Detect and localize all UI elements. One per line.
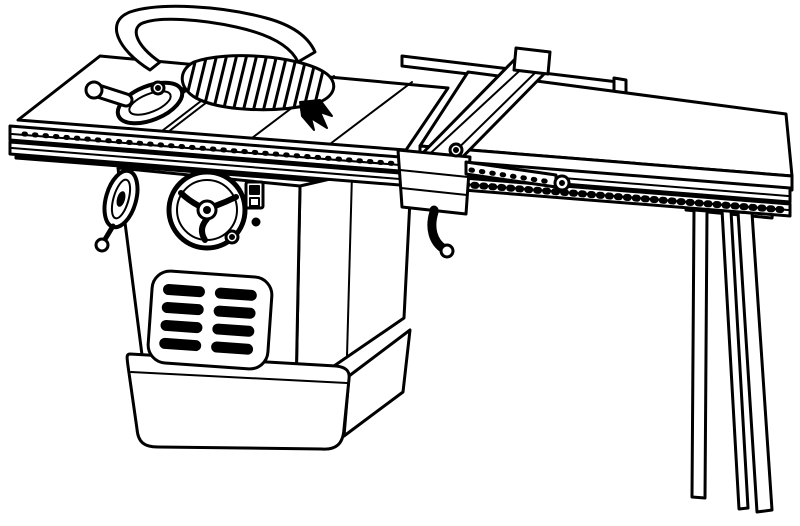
switch-start-button bbox=[249, 197, 260, 207]
rip-fence bbox=[396, 46, 571, 259]
tilt-wheel-hub bbox=[116, 191, 126, 207]
vent-slot bbox=[214, 287, 257, 301]
base-front bbox=[125, 352, 351, 451]
miter-handle-knob bbox=[84, 80, 104, 100]
vent-slot bbox=[159, 337, 202, 352]
miter-head-arc bbox=[128, 90, 172, 116]
base bbox=[125, 328, 412, 451]
fence-lock-lever bbox=[427, 207, 449, 254]
table-seam bbox=[329, 81, 413, 145]
switch-stop-button bbox=[249, 185, 260, 195]
handwheel-spoke bbox=[212, 194, 239, 209]
handwheel-hub-dot bbox=[203, 206, 211, 214]
vent-slot bbox=[211, 341, 254, 355]
vent-slot bbox=[160, 319, 203, 334]
fence-end-knob-dot bbox=[559, 180, 565, 186]
vent-slot bbox=[212, 323, 255, 337]
elevation-handwheel bbox=[166, 169, 248, 251]
guard-arm-band bbox=[115, 4, 317, 72]
vent-slot bbox=[161, 301, 204, 316]
rail-scale-ticks bbox=[21, 131, 403, 167]
miter-gauge bbox=[84, 55, 229, 126]
handwheel-spoke bbox=[199, 216, 210, 243]
leg-left bbox=[690, 208, 709, 500]
tilt-handwheel bbox=[94, 168, 140, 253]
fence-head-line bbox=[400, 187, 468, 196]
rail-scale-ticks bbox=[416, 177, 790, 214]
fence-adjust-knob-dot bbox=[453, 147, 459, 153]
fence-head-line bbox=[399, 169, 469, 178]
fence-lever-knob bbox=[439, 243, 455, 259]
base-molding-line bbox=[130, 371, 348, 384]
power-switch bbox=[244, 180, 265, 227]
guard-arm bbox=[115, 4, 317, 72]
vent-louvers bbox=[146, 269, 274, 371]
fence-glide-ticks bbox=[468, 167, 554, 185]
fence-body-line bbox=[420, 61, 530, 163]
vent-slot bbox=[163, 284, 205, 298]
switch-indicator-dot bbox=[251, 217, 261, 227]
anti-kickback-pawl bbox=[299, 99, 333, 131]
cabinet-side-seam bbox=[346, 173, 353, 357]
miter-lock-dot bbox=[155, 85, 161, 91]
vent-slot bbox=[213, 305, 256, 319]
fence-head bbox=[396, 148, 472, 216]
fence-rear-hook bbox=[512, 46, 552, 76]
handwheel-spoke bbox=[178, 190, 202, 209]
handwheel-crank-dot bbox=[229, 234, 235, 240]
tilt-wheel-crank-knob bbox=[94, 237, 110, 253]
extension-legs bbox=[684, 194, 776, 514]
